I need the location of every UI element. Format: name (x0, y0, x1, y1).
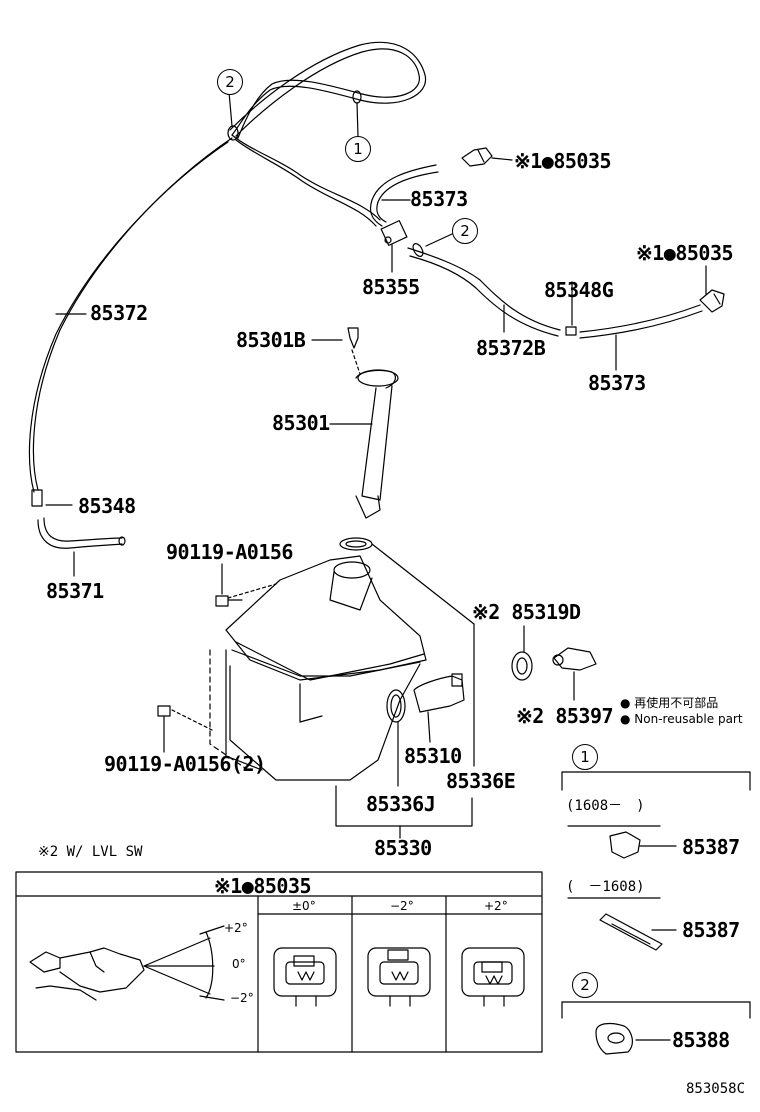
label-85310: 85310 (404, 744, 462, 768)
connector-face-minus (367, 947, 431, 1007)
nozzle-85035-top (461, 147, 513, 167)
filler-neck-85301 (329, 369, 399, 519)
callout-1-panel: 1 (572, 744, 598, 770)
hose-85373-top (369, 164, 439, 227)
label-90119-a0156: 90119-A0156 (166, 540, 293, 564)
label-85336j: 85336J (366, 792, 436, 816)
callout-2-top: 2 (217, 69, 243, 95)
callout-1-top: 1 (345, 136, 371, 162)
label-85336e: 85336E (446, 769, 516, 793)
clip-85387-new (609, 831, 677, 859)
grommet-85319d (511, 625, 533, 681)
inset-nozzle-drawing (29, 925, 225, 1001)
callout-2-panel: 2 (572, 972, 598, 998)
clip-85387-old (599, 913, 677, 951)
label-85372b: 85372B (476, 336, 546, 360)
joint-85348 (31, 489, 73, 507)
inset-angle-zero: 0° (232, 957, 246, 971)
level-sensor-85397 (552, 647, 597, 701)
note-w-lvl-sw: ※2 W/ LVL SW (38, 844, 143, 860)
note-non-reusable-jp: ● 再使用不可部品 (620, 696, 719, 710)
label-85371: 85371 (46, 579, 104, 603)
clip-85301b (311, 327, 361, 375)
clamp-85388 (595, 1022, 671, 1055)
label-85373-top: 85373 (410, 187, 468, 211)
label-85319d: ※2 85319D (472, 600, 581, 624)
label-85348g: 85348G (544, 278, 614, 302)
upper-hose-loop (28, 41, 427, 493)
label-85388: 85388 (672, 1028, 730, 1052)
label-85372: 85372 (90, 301, 148, 325)
pump-85310 (413, 673, 465, 743)
group2-frame (561, 1001, 751, 1019)
label-85330: 85330 (374, 836, 432, 860)
group1-from-range: (1608－ ) (566, 798, 645, 814)
hose-85371 (37, 517, 126, 577)
washer-tank-85330 (209, 537, 427, 781)
callout-2-right: 2 (452, 218, 478, 244)
group1-to-range: ( －1608) (566, 879, 645, 895)
inset-frame (15, 871, 543, 1053)
nozzle-85035-right (699, 265, 725, 313)
bolt-90119-lower (157, 705, 213, 753)
label-85035-top: ※1●85035 (514, 149, 612, 173)
label-85387-new: 85387 (682, 835, 740, 859)
joint-85355 (380, 220, 408, 273)
label-85355: 85355 (362, 275, 420, 299)
label-85397: ※2 85397 (516, 704, 614, 728)
inset-col-header-0: ±0° (292, 899, 316, 913)
inset-angle-minus: −2° (230, 991, 254, 1005)
label-90119-a0156-2: 90119-A0156(2) (104, 752, 266, 776)
connector-face-0 (273, 947, 337, 1007)
connector-face-plus (461, 947, 525, 1007)
inset-col-header-plus: +2° (484, 899, 508, 913)
diagram-code: 853058C (686, 1081, 746, 1097)
note-non-reusable-en: ● Non-reusable part (620, 712, 743, 726)
grommet-85336j (386, 689, 406, 787)
label-85301: 85301 (272, 411, 330, 435)
inset-title: ※1●85035 (214, 874, 312, 898)
label-85035-right: ※1●85035 (636, 241, 734, 265)
bolt-90119-upper (215, 563, 277, 607)
inset-angle-plus: +2° (224, 921, 248, 935)
label-85348: 85348 (78, 494, 136, 518)
label-85373-right: 85373 (588, 371, 646, 395)
label-85387-old: 85387 (682, 918, 740, 942)
inset-col-header-minus: −2° (390, 899, 414, 913)
hose-85372b (407, 243, 703, 371)
group1-frame (561, 771, 751, 791)
label-85301b: 85301B (236, 328, 306, 352)
